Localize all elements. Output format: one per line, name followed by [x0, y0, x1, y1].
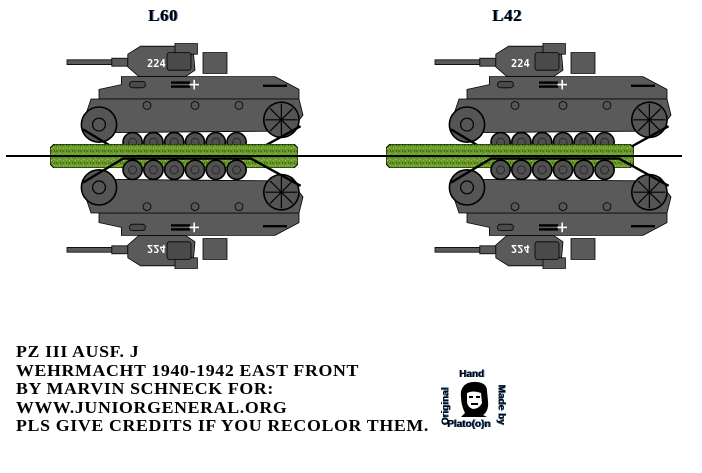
tank-l60-top: 224 [65, 43, 305, 155]
signature-top: Hand [459, 369, 484, 380]
ground-line [6, 155, 682, 157]
turret-number: 224 [511, 58, 530, 70]
credits-block: PZ III AUSF. J WEHRMACHT 1940-1942 EAST … [16, 342, 429, 436]
base-stand-l42 [386, 144, 634, 168]
tank-l60-bottom: 224 [65, 157, 305, 269]
variant-label-l60: L60 [148, 6, 178, 25]
signature-stamp: Hand Original Made by Plato(o)n [440, 369, 507, 435]
turret-number: 224 [147, 58, 166, 70]
credits-title: PZ III AUSF. J [16, 342, 140, 361]
credits-line: PLS GIVE CREDITS IF YOU RECOLOR THEM. [16, 416, 429, 435]
signature-right: Made by [495, 384, 507, 425]
svg-text:224: 224 [511, 242, 530, 254]
portrait-icon [460, 381, 489, 417]
signature-bottom: Plato(o)n [447, 419, 491, 430]
tank-l42-bottom: 224 [433, 157, 673, 269]
svg-text:224: 224 [147, 242, 166, 254]
variant-label-l42: L42 [492, 6, 522, 25]
credits-website: WWW.JUNIORGENERAL.ORG [16, 397, 288, 417]
credits-line: WEHRMACHT 1940-1942 EAST FRONT [16, 360, 360, 380]
tank-l42-top: 224 [433, 43, 673, 155]
credits-line: BY MARVIN SCHNECK FOR: [16, 379, 275, 398]
